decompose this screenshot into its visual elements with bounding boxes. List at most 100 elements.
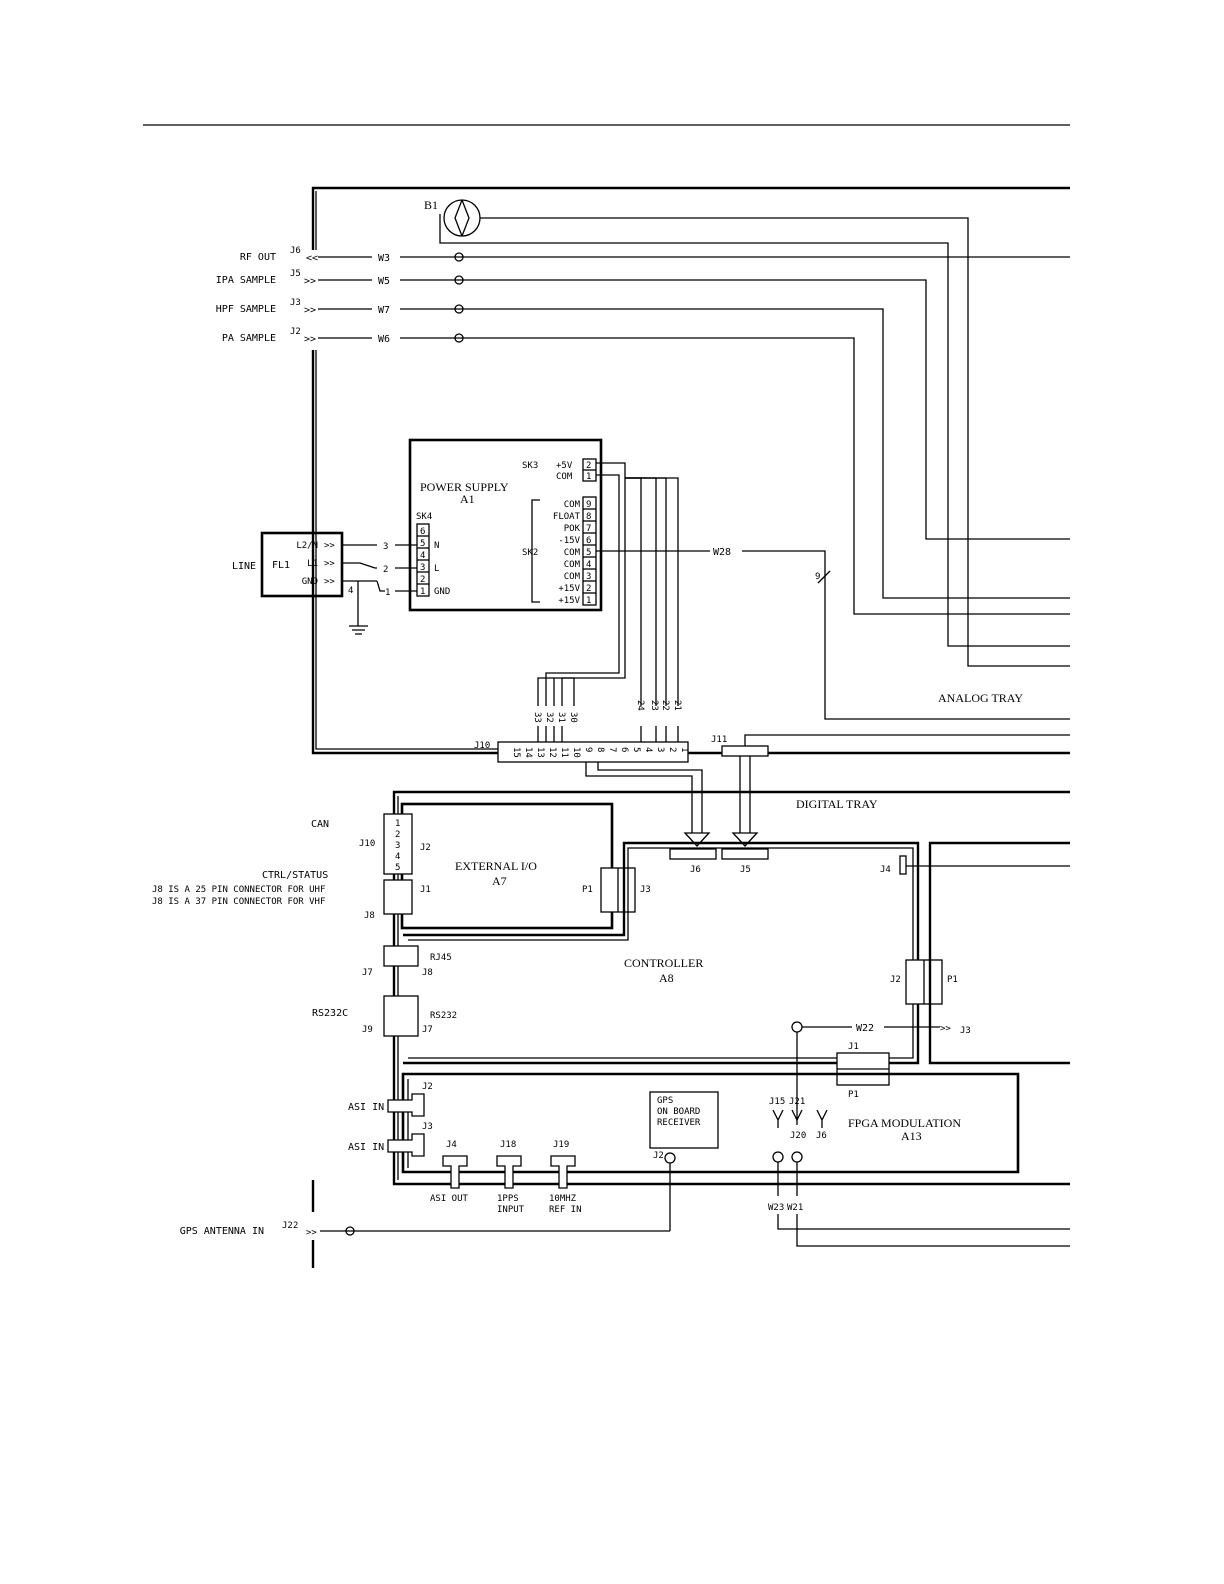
fpga-bottom-connectors: J4 ASI OUT J18 1PPS INPUT J19 10MHZ REF … [430,1140,582,1215]
p1-label: P1 [947,975,958,985]
sk2-pin-name: +15V [558,584,580,594]
j6-label: J6 [816,1131,827,1141]
j11-connector: J11 [711,734,1070,757]
sk3-pin-num: 2 [586,461,591,471]
arrow-icon: >> [306,1228,317,1238]
sk4-name-n: N [434,541,439,551]
wire-num: 3 [383,542,388,552]
coax-icon [772,1151,784,1163]
sk4-name-gnd: GND [434,587,450,597]
controller-ref: A8 [659,971,674,985]
arrow-icon: >> [324,577,335,587]
rf-out-jack: J6 [290,246,301,256]
sk4-label: SK4 [416,512,432,522]
fl1-label: FL1 [272,560,290,571]
power-supply-title: POWER SUPPLY [420,480,509,494]
fpga-conn-label2: REF IN [549,1205,582,1215]
sk4-pin: 3 [420,563,425,573]
w22-label: W22 [856,1023,874,1034]
note-uhf: J8 IS A 25 PIN CONNECTOR FOR UHF [152,885,325,895]
ipa-sample-label: IPA SAMPLE [216,275,276,286]
j10-pin: 13 [535,747,545,758]
j6-label: J6 [690,865,701,875]
j10-pin: 5 [631,747,641,752]
sk2-pin-num: 4 [586,560,591,570]
sk2-pin-numbers: 9 8 7 6 5 4 3 2 1 [586,500,591,606]
asi-in-label: ASI IN [348,1142,384,1153]
sk4-pin: 5 [420,539,425,549]
ctrl-status-label: CTRL/STATUS [262,870,328,881]
j5-label: J5 [740,865,751,875]
wire-num: 1 [385,588,390,598]
w28-label: W28 [713,547,731,558]
sk2-pin-name: COM [564,548,581,558]
w28-bundle: W28 9 [596,547,1070,720]
rf-out-cable: W3 [378,253,390,264]
sk2-pin-num: 2 [586,584,591,594]
j10-pin: 2 [667,747,677,752]
w23-w21-cables: W23 W21 [768,1162,1070,1247]
sk2-pin-num: 3 [586,572,591,582]
j10-pin: 6 [619,747,629,752]
j10-pin: 1 [679,747,689,752]
j8-label: J8 [364,911,375,921]
power-supply-a1: POWER SUPPLY A1 SK3 +5V COM 2 1 SK4 6 5 … [408,438,603,612]
wire-num: 4 [348,586,353,596]
fan-b1: B1 [424,198,1070,667]
coax-icon [454,252,464,262]
j1-label: J1 [420,885,431,895]
j20-label: J20 [790,1131,806,1141]
fpga-modulation-a13: FPGA MODULATION A13 ASI IN J2 ASI IN J3 … [348,1072,1020,1215]
sk2-pin-name: FLOAT [553,512,581,522]
gps-jack-label: J2 [653,1151,664,1161]
jack-icon [791,1109,803,1122]
rf-out-label: RF OUT [240,252,276,263]
fpga-ref: A13 [901,1129,922,1143]
sk4-pin: 1 [420,587,425,597]
fpga-conn-jack: J4 [446,1140,457,1150]
j7-label: J7 [362,968,373,978]
fl1-port: L1 [307,559,318,569]
coax-icon [791,1021,803,1033]
fpga-conn-label1: 10MHZ [549,1194,577,1204]
j10-pin: 8 [595,747,605,752]
sk4-pins: 6 5 4 3 2 1 [417,527,429,597]
wire-num: 24 [635,700,645,711]
jack-icon [816,1109,828,1128]
rf-row-pa-sample: PA SAMPLE J2 >> W6 [222,327,1070,615]
hpf-sample-cable: W7 [378,305,390,316]
ipa-sample-jack: J5 [290,269,301,279]
gps-antenna-label: GPS ANTENNA IN [180,1226,264,1237]
rf-out-arrow-icon: << [306,253,318,264]
sk3-pin-name: COM [556,472,573,482]
rf-input-rows: RF OUT J6 << W3 IPA SAMPLE J5 >> W5 HPF … [216,246,1070,615]
rj45-label: RJ45 [430,953,452,963]
fpga-conn-jack: J18 [500,1140,516,1150]
j10-connector: J10 15 14 13 12 11 10 9 8 7 6 5 4 3 2 1 … [474,700,689,763]
j10-pin: 14 [523,747,533,758]
asi-in-label: ASI IN [348,1102,384,1113]
hpf-arrow-icon: >> [304,305,316,316]
sk3-wires [537,462,679,706]
sk2-pin-dividers [583,508,596,594]
external-io-title: EXTERNAL I/O [455,859,537,873]
j3-out-label: J3 [960,1026,971,1036]
sk2-label: SK2 [522,548,538,558]
line-label: LINE [232,561,256,572]
pa-sample-label: PA SAMPLE [222,333,276,344]
w23-label: W23 [768,1203,784,1213]
analog-tray-enclosure [311,186,1070,755]
j3-label: J3 [422,1122,433,1132]
can-pin: 2 [395,830,400,840]
j15-label: J15 [769,1097,785,1107]
p1-label: P1 [582,885,593,895]
ipa-sample-cable: W5 [378,276,390,287]
pf1-label: P1 [848,1090,859,1100]
can-label: CAN [311,819,329,830]
j2-label: J2 [890,975,901,985]
sk2-pin-names: COM FLOAT POK -15V COM COM COM +15V +15V [553,500,581,606]
rf-row-ipa-sample: IPA SAMPLE J5 >> W5 [216,269,1070,540]
digital-tray-label: DIGITAL TRAY [796,797,878,811]
fpga-title: FPGA MODULATION [848,1116,961,1130]
sk2-pin-name: +15V [558,596,580,606]
